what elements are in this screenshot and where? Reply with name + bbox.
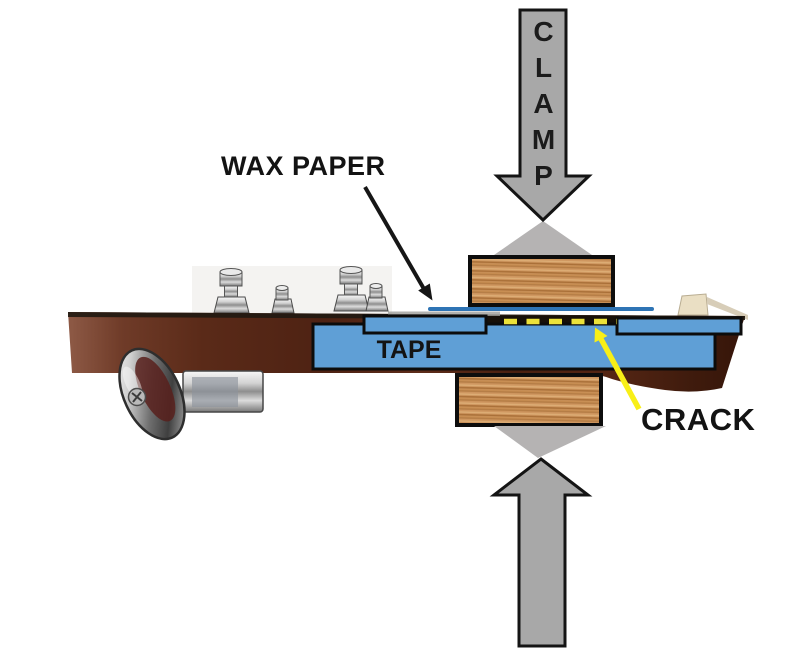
crack-label: CRACK — [641, 402, 756, 437]
tape-right-strip — [615, 316, 743, 336]
wax-paper-arrow-icon — [363, 185, 433, 301]
tape-left-strip — [362, 314, 488, 335]
guitar-nut — [677, 293, 709, 316]
bottom-clamp-contact-triangle — [494, 426, 606, 458]
bottom-wood-caul — [455, 373, 603, 427]
clamp-label: CLAMP — [528, 16, 559, 196]
tuner-bracket-shade — [192, 377, 238, 407]
wax-paper-label: WAX PAPER — [221, 151, 386, 181]
tuner-knob — [118, 347, 186, 441]
top-wood-caul — [468, 255, 615, 307]
headstock-edge-highlight — [388, 311, 500, 317]
fretboard-edge — [707, 297, 748, 320]
tape-label: TAPE — [376, 336, 442, 364]
crack-arrow-icon — [594, 327, 642, 411]
bottom-clamp-arrow-icon — [489, 457, 593, 648]
top-clamp-arrow-icon — [493, 8, 593, 223]
top-clamp-contact-triangle — [494, 221, 592, 255]
wax-paper-sheet — [428, 307, 654, 311]
